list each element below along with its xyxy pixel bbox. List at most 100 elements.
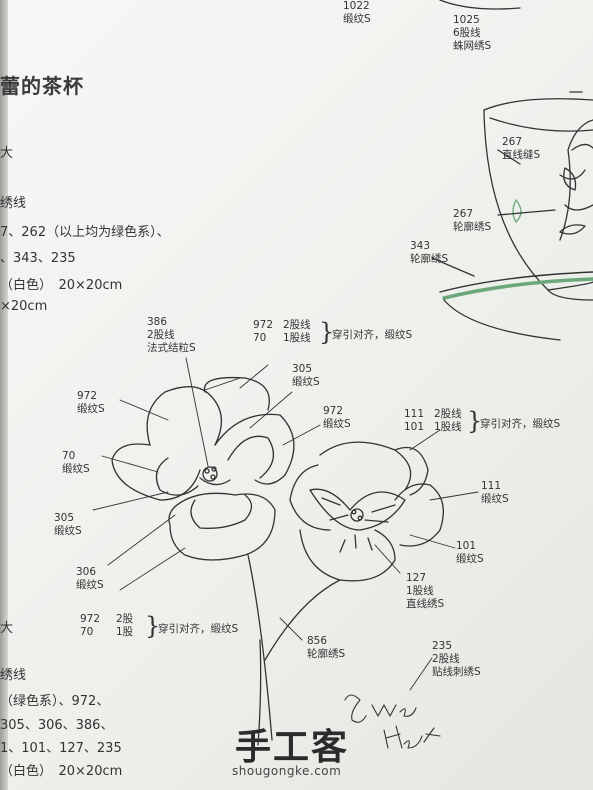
label-386: 386 2股线 法式结粒S bbox=[147, 316, 196, 355]
left-text-3: 7、262（以上均为绿色系）、 bbox=[0, 225, 170, 240]
label-101: 101 缎纹S bbox=[456, 540, 484, 566]
left-text-8: 绣线 bbox=[0, 668, 27, 683]
label-number: 1025 bbox=[453, 14, 480, 26]
label-stitch: 蛛网绣S bbox=[453, 40, 492, 52]
left-text-4: 、343、235 bbox=[0, 251, 76, 266]
label-number: 856 bbox=[307, 635, 328, 647]
label-strands: 6股线 bbox=[453, 27, 481, 39]
label-number: 70 bbox=[80, 626, 94, 638]
brace: } bbox=[319, 318, 335, 346]
section-title: 蕾的茶杯 bbox=[0, 74, 84, 98]
label-number: 972 bbox=[323, 405, 344, 417]
label-343: 343 轮廓绣S bbox=[410, 240, 448, 266]
label-note: 穿引对齐，缎纹S bbox=[332, 329, 413, 341]
label-number: 972 bbox=[253, 319, 274, 331]
label-group-111-101: 111 2股线 101 1股线 bbox=[404, 408, 462, 434]
sweet-heart-script bbox=[344, 694, 441, 749]
label-stitch: 缎纹S bbox=[54, 525, 82, 537]
watermark-logo: 手工客 bbox=[235, 726, 350, 768]
left-text-7: 大 bbox=[0, 621, 14, 636]
label-strands: 1股线 bbox=[283, 332, 311, 344]
label-number: 972 bbox=[77, 390, 98, 402]
label-number: 111 bbox=[404, 408, 425, 420]
label-number: 267 bbox=[453, 208, 474, 220]
label-number: 305 bbox=[292, 363, 313, 375]
label-stitch: 贴线刺绣S bbox=[432, 666, 481, 678]
label-number: 1022 bbox=[343, 0, 370, 12]
label-number: 343 bbox=[410, 240, 431, 252]
label-972-center: 972 缎纹S bbox=[323, 405, 351, 431]
label-number: 70 bbox=[62, 450, 76, 462]
teacup-drawing bbox=[431, 98, 593, 341]
label-972-left: 972 缎纹S bbox=[77, 390, 105, 416]
label-strands: 1股线 bbox=[434, 421, 462, 433]
label-111: 111 缎纹S bbox=[481, 480, 509, 506]
left-pansy-drawing bbox=[111, 376, 295, 746]
label-305-top: 305 缎纹S bbox=[292, 363, 320, 389]
leader-lines bbox=[92, 357, 479, 691]
brace: } bbox=[467, 407, 483, 435]
left-text-10: 305、306、386、 bbox=[0, 718, 114, 733]
label-number: 267 bbox=[502, 136, 523, 148]
label-number: 101 bbox=[456, 540, 477, 552]
label-strands: 2股线 bbox=[434, 408, 462, 420]
label-stitch: 缎纹S bbox=[456, 553, 484, 565]
left-text-11: 1、101、127、235 bbox=[0, 741, 122, 756]
label-stitch: 直线绣S bbox=[406, 598, 445, 610]
label-strands: 2股线 bbox=[432, 653, 460, 665]
label-267-outline: 267 轮廓绣S bbox=[453, 208, 491, 234]
label-number: 70 bbox=[253, 332, 267, 344]
label-group-972-70: 972 2股线 70 1股线 bbox=[253, 319, 311, 345]
label-305-left: 305 缎纹S bbox=[54, 512, 82, 538]
label-stitch: 法式结粒S bbox=[147, 342, 196, 354]
label-number: 101 bbox=[404, 421, 425, 433]
label-number: 306 bbox=[76, 566, 97, 578]
label-number: 386 bbox=[147, 316, 168, 328]
label-267-straight: 267 直线缝S bbox=[502, 136, 540, 162]
left-text-6: ×20cm bbox=[0, 299, 48, 314]
label-group-972-70-bottom: 972 2股 70 1股 bbox=[80, 613, 133, 639]
label-stitch: 缎纹S bbox=[481, 493, 509, 505]
label-stitch: 轮廓绣S bbox=[453, 221, 492, 233]
label-number: 111 bbox=[481, 480, 502, 492]
left-text-12: （白色） 20×20cm bbox=[0, 764, 123, 779]
label-70: 70 缎纹S bbox=[62, 450, 90, 476]
label-strands: 1股 bbox=[116, 626, 134, 638]
label-stitch: 轮廓绣S bbox=[307, 648, 346, 660]
label-stitch: 直线缝S bbox=[502, 149, 541, 161]
label-strands: 1股线 bbox=[406, 585, 434, 597]
left-text-5: （白色） 20×20cm bbox=[0, 278, 123, 293]
top-cup-fragment bbox=[439, 0, 521, 10]
watermark-url: shougongke.com bbox=[232, 764, 342, 778]
label-stitch: 轮廓绣S bbox=[410, 253, 449, 265]
label-127: 127 1股线 直线绣S bbox=[406, 572, 444, 611]
label-number: 235 bbox=[432, 640, 453, 652]
left-text-1: 大 bbox=[0, 146, 14, 161]
right-pansy-drawing bbox=[264, 441, 444, 661]
brace: } bbox=[145, 612, 161, 640]
label-note: 穿引对齐，缎纹S bbox=[480, 418, 561, 430]
label-235: 235 2股线 贴线刺绣S bbox=[432, 640, 481, 679]
label-strands: 2股 bbox=[116, 613, 134, 625]
label-stitch: 缎纹S bbox=[76, 579, 104, 591]
label-number: 127 bbox=[406, 572, 427, 584]
label-stitch: 缎纹S bbox=[62, 463, 90, 475]
label-306: 306 缎纹S bbox=[76, 566, 104, 592]
label-stitch: 缎纹S bbox=[77, 403, 105, 415]
label-note: 穿引对齐，缎纹S bbox=[158, 623, 239, 635]
label-856: 856 轮廓绣S bbox=[307, 635, 345, 661]
label-stitch: 缎纹S bbox=[323, 418, 351, 430]
label-strands: 2股线 bbox=[283, 319, 311, 331]
label-stitch: 缎纹S bbox=[343, 13, 371, 25]
label-number: 305 bbox=[54, 512, 75, 524]
label-1025: 1025 6股线 蛛网绣S bbox=[453, 14, 491, 53]
label-strands: 2股线 bbox=[147, 329, 175, 341]
page-binding-shadow bbox=[0, 0, 8, 790]
label-stitch: 缎纹S bbox=[292, 376, 320, 388]
left-text-9: （绿色系）、972、 bbox=[0, 694, 110, 709]
label-1022: 1022 缎纹S bbox=[343, 0, 371, 26]
label-number: 972 bbox=[80, 613, 101, 625]
left-text-2: 绣线 bbox=[0, 196, 27, 211]
